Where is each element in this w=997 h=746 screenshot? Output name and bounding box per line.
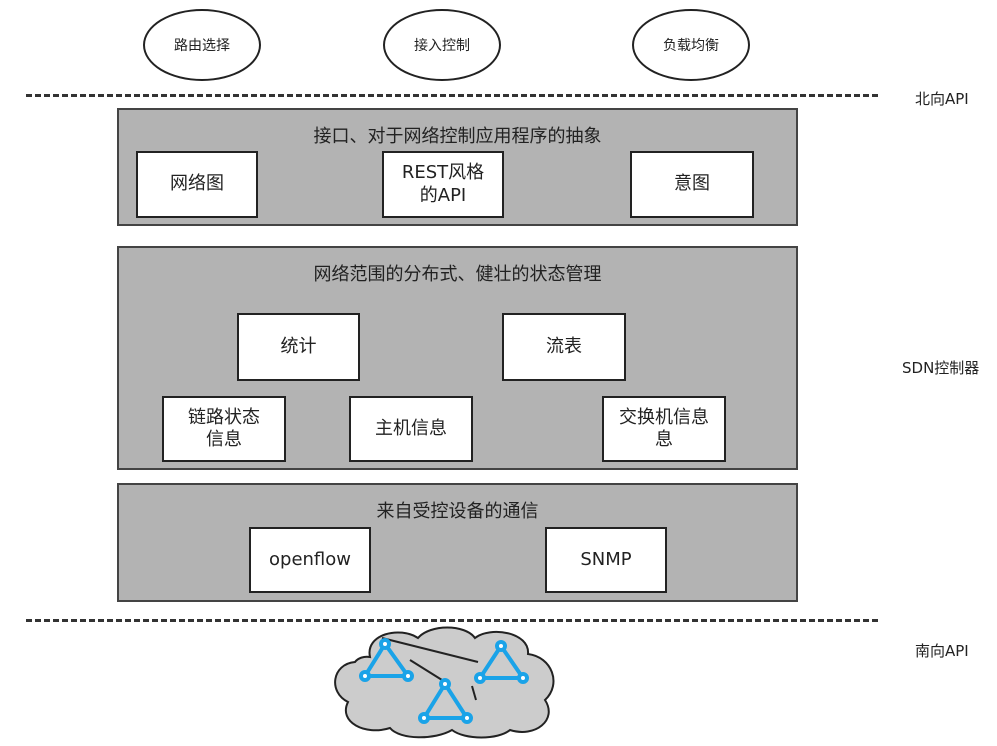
network-graph-label: 网络图 [170, 173, 224, 195]
switch-triangle-icon [359, 638, 414, 682]
link-state-box[interactable]: 链路状态 信息 [162, 396, 286, 462]
statistics-box[interactable]: 统计 [237, 313, 360, 381]
switch-info-label: 交换机信息 息 [619, 406, 709, 451]
app-load-balancing[interactable]: 负载均衡 [632, 9, 750, 81]
rest-api-label: REST风格 的API [401, 162, 485, 206]
switch-info-box[interactable]: 交换机信息 息 [602, 396, 726, 462]
state-layer: 网络范围的分布式、健壮的状态管理 统计 流表 链路状态 信息 主机信息 交换机信… [117, 246, 798, 470]
host-info-box[interactable]: 主机信息 [349, 396, 473, 462]
state-layer-title: 网络范围的分布式、健壮的状态管理 [313, 264, 602, 285]
flow-table-label: 流表 [546, 335, 582, 357]
comm-layer-title: 来自受控设备的通信 [376, 501, 539, 522]
rest-api-box[interactable]: REST风格 的API [382, 151, 504, 218]
snmp-label: SNMP [580, 548, 632, 570]
statistics-label: 统计 [280, 335, 317, 357]
controller-label: SDN控制器 [902, 359, 980, 377]
intent-box[interactable]: 意图 [630, 151, 754, 218]
network-graph-box[interactable]: 网络图 [136, 151, 258, 218]
snmp-box[interactable]: SNMP [545, 527, 667, 593]
switch-triangle-icon [474, 640, 529, 684]
southbound-divider [26, 619, 878, 622]
intent-label: 意图 [674, 173, 710, 195]
northbound-divider [26, 94, 878, 97]
host-info-label: 主机信息 [375, 417, 447, 439]
interface-layer-title: 接口、对于网络控制应用程序的抽象 [313, 126, 602, 147]
northbound-label: 北向API [915, 90, 969, 108]
southbound-label: 南向API [915, 642, 969, 660]
cloud-icon [334, 626, 555, 739]
comm-layer: 来自受控设备的通信 openflow SNMP [117, 483, 798, 602]
app-routing-label: 路由选择 [174, 38, 230, 54]
openflow-label: openflow [269, 548, 351, 570]
link-line [409, 659, 443, 681]
app-load-balancing-label: 负载均衡 [663, 38, 719, 54]
interface-layer: 接口、对于网络控制应用程序的抽象 网络图 REST风格 的API 意图 [117, 108, 798, 226]
switch-triangle-icon [418, 678, 473, 724]
app-routing[interactable]: 路由选择 [143, 9, 261, 81]
openflow-box[interactable]: openflow [249, 527, 371, 593]
link-line [381, 637, 479, 663]
flow-table-box[interactable]: 流表 [502, 313, 626, 381]
link-state-label: 链路状态 信息 [188, 406, 260, 451]
app-access-control[interactable]: 接入控制 [383, 9, 501, 81]
app-access-control-label: 接入控制 [414, 38, 470, 54]
link-line [471, 685, 477, 701]
